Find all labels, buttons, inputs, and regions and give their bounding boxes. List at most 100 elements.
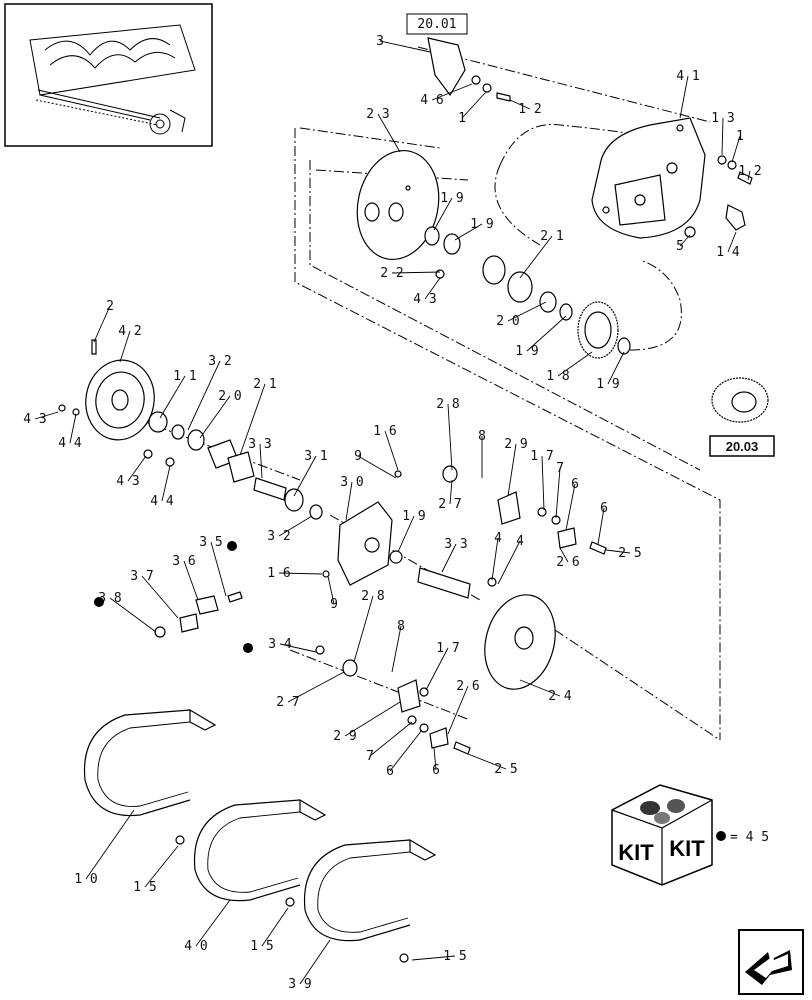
callout-leader [747, 170, 751, 181]
callout-leader [278, 572, 323, 575]
part-linkage-upper [322, 465, 607, 587]
callout-leader [447, 403, 453, 471]
callout-leader [278, 515, 313, 537]
callout-label: 2 7 [276, 695, 299, 710]
callout-leader [141, 575, 179, 619]
callout-label: 2 [106, 299, 114, 314]
callout-leader [519, 235, 553, 279]
kit-bullet-icon [243, 643, 253, 653]
callout-label: 2 2 [380, 266, 403, 281]
callout-leader [391, 271, 441, 274]
callout-leader [239, 383, 266, 456]
callout-label: 2 5 [618, 546, 641, 561]
callout-leader [519, 679, 561, 697]
callout-leader [447, 685, 469, 735]
callout-label: 6 [386, 764, 394, 779]
reference-box-right[interactable]: 20.03 [709, 435, 775, 457]
callout-leader [199, 395, 231, 439]
callout-leader [279, 643, 317, 653]
callout-label: 7 [366, 749, 374, 764]
callout-label: 3 7 [130, 569, 153, 584]
callout-label: 4 [494, 531, 502, 546]
callout-leader [507, 301, 547, 322]
reference-gear [711, 377, 769, 423]
callout-label: 2 3 [366, 107, 389, 122]
callout-label: 6 [571, 477, 579, 492]
callout-label: 3 3 [444, 537, 467, 552]
callout-label: 9 [330, 597, 338, 612]
part-plate-41 [591, 117, 753, 239]
callout-leader [159, 375, 186, 419]
callout-label: 1 [736, 129, 744, 144]
callout-label: 3 5 [199, 535, 222, 550]
callout-leader [425, 647, 449, 691]
callout-leader [559, 547, 569, 563]
callout-label: 1 7 [436, 641, 459, 656]
callout-leader [605, 549, 631, 554]
callout-label: 4 4 [150, 494, 174, 509]
callout-label: 6 [600, 501, 608, 516]
callout-leader [679, 75, 689, 119]
callout-label: 2 6 [456, 679, 479, 694]
callout-label: 1 8 [546, 369, 569, 384]
callout-leader [195, 899, 231, 947]
callout-label: 3 8 [98, 591, 121, 606]
callout-label: 3 [376, 34, 384, 49]
part-bracket [427, 37, 511, 102]
callout-leader [607, 351, 625, 385]
callout-leader [69, 413, 77, 444]
kit-bullet-icon [227, 541, 237, 551]
callout-label: 3 9 [288, 977, 311, 992]
callout-leader [526, 315, 567, 352]
callout-leader [411, 955, 456, 961]
callout-label: 3 3 [248, 437, 271, 452]
callout-leader [259, 443, 263, 479]
callout-label: 1 5 [250, 939, 273, 954]
callout-leader [384, 430, 399, 471]
callout-label: 2 8 [436, 397, 459, 412]
kit-legend: = 4 5 [730, 830, 769, 845]
callout-leader [210, 541, 227, 597]
callout-leader [345, 481, 353, 521]
reference-box-top[interactable]: 20.01 [406, 13, 468, 35]
callout-leader [287, 671, 345, 703]
callout-label: 4 6 [420, 93, 443, 108]
callout-label: 2 9 [504, 437, 527, 452]
callout-leader [93, 305, 111, 343]
callout-label: 9 [354, 449, 362, 464]
callout-label: 7 [556, 461, 564, 476]
callout-label: 3 1 [304, 449, 327, 464]
callout-leader [441, 543, 457, 573]
kit-label-left: KIT [618, 840, 654, 865]
navigation-arrow-icon[interactable] [738, 929, 804, 995]
callout-label: 3 2 [267, 529, 290, 544]
callout-label: 2 9 [333, 729, 356, 744]
callout-label: 2 8 [361, 589, 384, 604]
callout-label: 1 0 [74, 872, 97, 887]
part-tine-39 [303, 838, 437, 963]
callout-label: 6 [432, 763, 440, 778]
callout-leader [377, 113, 401, 153]
callout-leader [541, 455, 545, 511]
callout-leader [557, 351, 593, 377]
callout-label: 5 [676, 239, 684, 254]
callout-leader [679, 234, 691, 247]
callout-label: 4 [516, 534, 524, 549]
callout-leader [327, 575, 335, 605]
callout-leader [183, 560, 199, 601]
callout-label: 2 5 [494, 762, 517, 777]
machine-thumbnail [4, 3, 213, 147]
callout-leader [565, 483, 576, 531]
part-bar-33 [417, 567, 471, 599]
callout-leader [721, 117, 724, 156]
callout-label: 4 0 [184, 939, 207, 954]
callout-leader [127, 455, 147, 482]
callout-label: 1 5 [133, 880, 156, 895]
callout-label: 1 7 [530, 449, 553, 464]
callout-label: 3 2 [208, 354, 231, 369]
callout-label: 1 9 [515, 344, 538, 359]
callout-label: 1 5 [443, 949, 466, 964]
callout-label: 4 3 [116, 474, 139, 489]
callout-label: 2 1 [253, 377, 276, 392]
